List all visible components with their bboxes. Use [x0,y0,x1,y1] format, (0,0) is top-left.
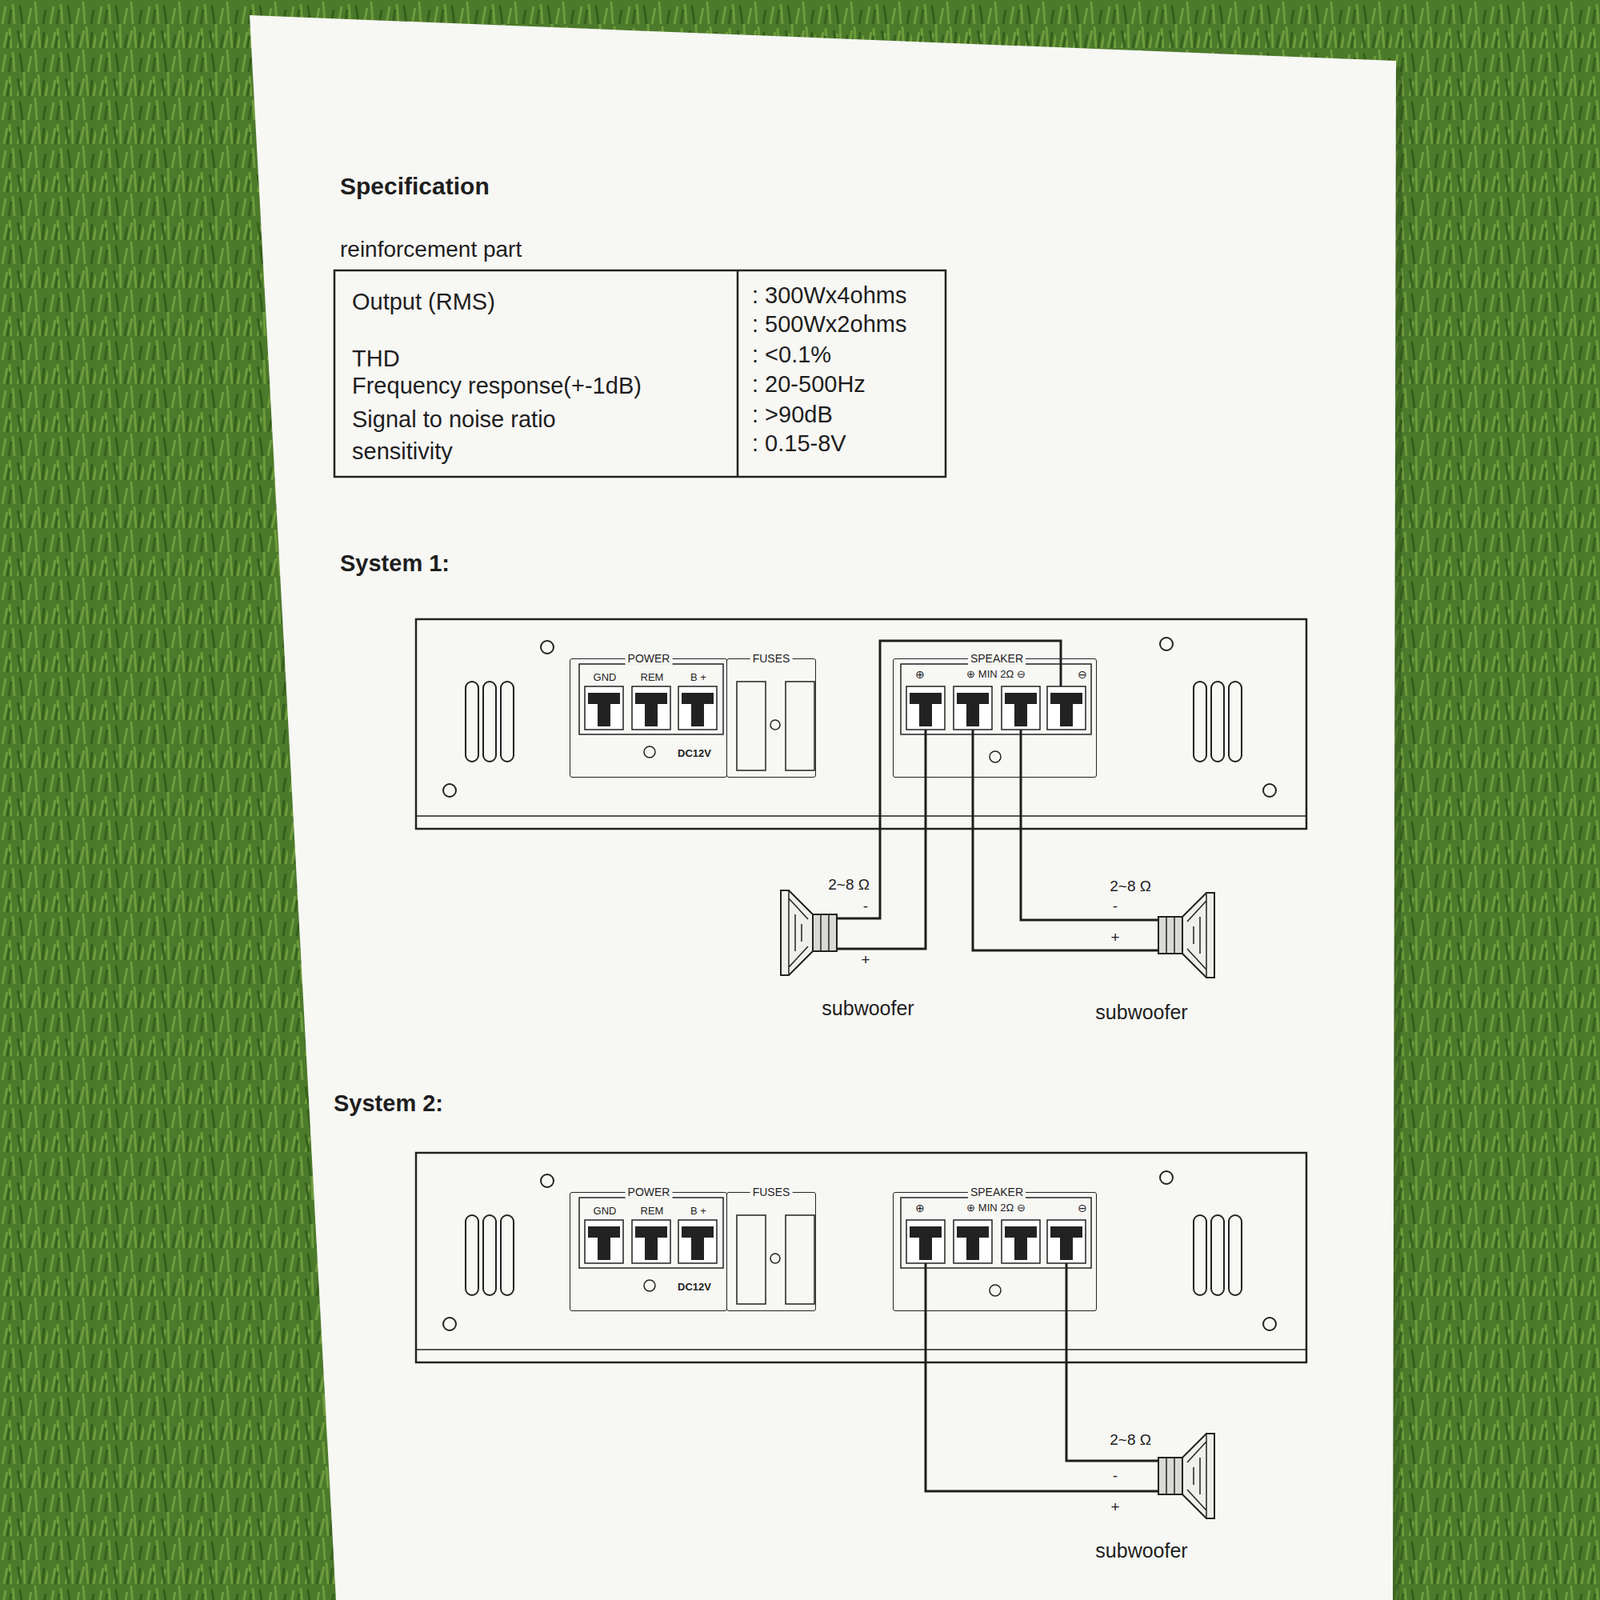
subwoofer-outline [1158,892,1215,978]
polarity-mark: + [1110,1498,1120,1516]
subwoofer-outline [1158,1433,1215,1519]
table-cell: : <0.1% [752,341,832,368]
group-label: SPEAKER [968,652,1026,665]
terminal-label: B + [690,1205,707,1218]
subwoofer-outline [780,890,837,976]
paper-sheet [249,15,1396,1600]
polarity-mark: + [1110,928,1120,947]
amplifier-chassis [416,1152,1307,1363]
fuse-panel: FUSES [726,658,816,778]
part-name: subwoofer [821,996,914,1020]
speaker-wire [1066,1311,1159,1461]
power-panel: POWERGNDREMB +DC12V [569,658,728,778]
subwoofer: subwoofer [780,890,837,976]
terminal-label: GND [593,672,617,684]
group-label: POWER [625,652,673,665]
subwoofer-drawing [780,890,837,976]
magnet [1158,916,1183,954]
voltage-label: DC12V [677,748,712,760]
speaker-panel: SPEAKER⊕⊕ MIN 2Ω ⊖⊖ [892,1192,1097,1312]
table-cell: : 500Wx2ohms [752,311,907,338]
wire-stub [924,729,928,778]
fuse-panel: FUSES [726,1192,816,1312]
voltage-label: DC12V [677,1281,712,1294]
polarity-mark: ⊕ [915,668,925,681]
section-heading: System 2: [333,1090,444,1117]
table-cell: Signal to noise ratio [352,406,556,433]
impedance-label: 2~8 Ω [1107,1431,1154,1449]
cone [1182,892,1215,978]
cone [1182,1433,1215,1519]
terminal-label: REM [640,672,664,684]
subwoofer-drawing [1158,892,1215,978]
magnet [812,914,837,952]
table-cell: : >90dB [752,401,833,428]
polarity-mark: + [860,951,870,969]
section-heading: System 1: [340,550,450,577]
group-label: SPEAKER [968,1185,1026,1199]
terminal-label: B + [690,672,707,684]
terminal-label: ⊕ MIN 2Ω ⊖ [966,1202,1026,1215]
table-cell: : 300Wx4ohms [752,282,907,309]
table-cell: Frequency response(+-1dB) [352,372,642,400]
magnet [1158,1457,1183,1495]
subwoofer-drawing [1158,1433,1215,1519]
table-cell: sensitivity [352,438,453,465]
subheading: reinforcement part [340,236,522,263]
polarity-mark: - [863,897,868,916]
impedance-label: 2~8 Ω [1107,877,1154,896]
wire-stub [1020,729,1023,778]
polarity-mark: ⊖ [1077,1201,1088,1215]
group-label: FUSES [750,1185,793,1199]
subwoofer: subwoofer [1158,1433,1215,1519]
cone-ribs [1166,1433,1207,1519]
heading: Specification [340,172,490,201]
table-cell: : 20-500Hz [752,371,866,398]
table-cell: : 0.15-8V [752,430,847,457]
wire-stub [972,729,975,778]
impedance-label: 2~8 Ω [825,876,872,894]
cone-ribs [1166,892,1207,978]
wire-stub [924,1263,928,1312]
speaker-wire [925,1311,1159,1492]
polarity-mark: - [1112,1467,1118,1485]
cone-ribs [788,890,829,976]
table-cell: Output (RMS) [352,288,496,316]
amplifier-chassis [416,619,1307,829]
polarity-mark: ⊖ [1077,668,1088,681]
cone [780,890,813,976]
subwoofer: subwoofer [1158,892,1215,978]
part-name: subwoofer [1095,1000,1188,1024]
table-divider [736,270,740,477]
polarity-mark: ⊕ [915,1201,925,1215]
terminal-label: GND [593,1205,617,1218]
terminal-label: ⊕ MIN 2Ω ⊖ [966,668,1026,681]
speaker-panel: SPEAKER⊕⊕ MIN 2Ω ⊖⊖ [892,658,1097,778]
terminal-label: REM [640,1205,664,1218]
wire-stubs [925,658,1067,1312]
speaker-wire [972,777,1159,951]
spec-table [334,270,946,477]
polarity-mark: - [1112,897,1118,916]
part-name: subwoofer [1095,1539,1188,1563]
speaker-wire [1020,777,1159,920]
group-label: FUSES [750,652,793,665]
table-cell: THD [352,345,400,372]
group-label: POWER [625,1185,673,1199]
power-panel: POWERGNDREMB +DC12V [569,1192,728,1312]
wire-stub [1060,658,1063,687]
wire-stub [1065,1263,1068,1312]
speaker-wire [836,777,926,949]
